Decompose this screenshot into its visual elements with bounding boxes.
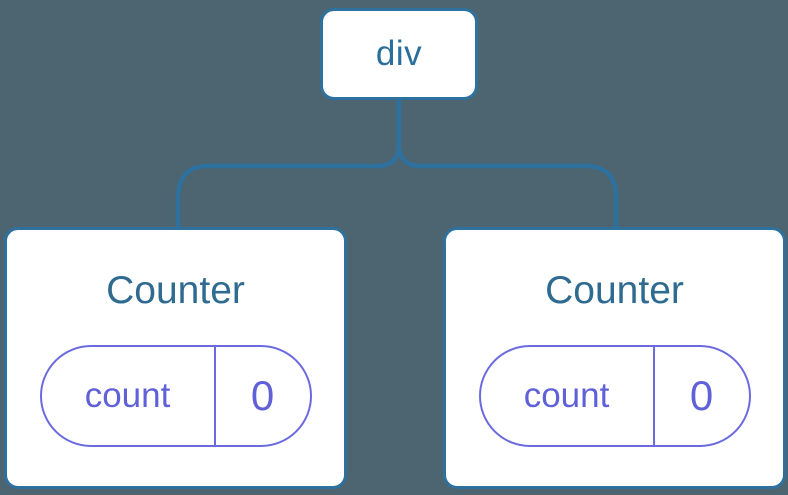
state-pill: count 0 xyxy=(478,344,751,447)
tree-node-counter-1: Counter count 0 xyxy=(4,227,347,489)
connector-right-branch xyxy=(396,100,619,228)
state-key: count xyxy=(42,346,216,445)
tree-node-div: div xyxy=(320,8,478,100)
state-value: 0 xyxy=(689,371,714,419)
component-title: Counter xyxy=(545,269,684,312)
connector-left-branch xyxy=(175,100,402,228)
component-title: Counter xyxy=(106,269,245,312)
tree-node-counter-2: Counter count 0 xyxy=(443,227,786,489)
root-node-label: div xyxy=(375,34,423,73)
state-key: count xyxy=(481,346,655,445)
state-pill: count 0 xyxy=(39,344,312,447)
state-value: 0 xyxy=(250,371,275,419)
